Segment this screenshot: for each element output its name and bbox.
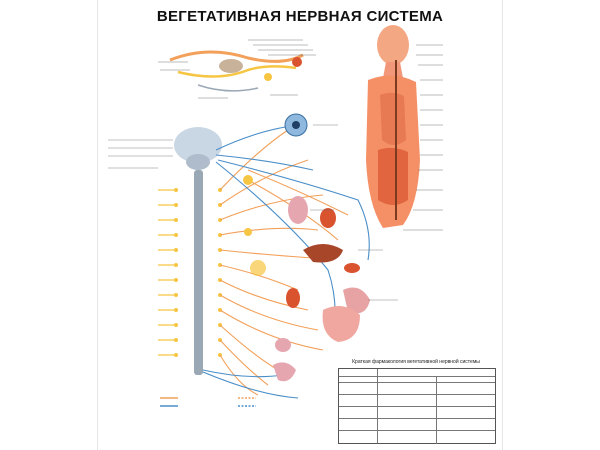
table-row: [339, 376, 495, 383]
torso-figure: [366, 25, 443, 231]
table-divider: [436, 376, 437, 445]
spinal-cord: [158, 127, 222, 375]
nerve-fibres: [202, 124, 370, 399]
organs: [243, 113, 370, 382]
anatomy-illustration: [108, 25, 443, 407]
poster-sheet: ВЕГЕТАТИВНАЯ НЕРВНАЯ СИСТЕМА: [97, 0, 503, 450]
table-row: [339, 418, 495, 431]
pharmacology-table: [338, 368, 496, 445]
label-leaders: [108, 124, 398, 301]
table-row: [339, 394, 495, 407]
poster-title: ВЕГЕТАТИВНАЯ НЕРВНАЯ СИСТЕМА: [156, 8, 444, 25]
table-row: [339, 369, 495, 377]
table-divider: [377, 369, 378, 443]
reflex-arc-diagram: [158, 39, 316, 99]
table-row: [339, 406, 495, 419]
table-row: [339, 382, 495, 395]
legend: [160, 397, 256, 407]
pharmacology-table-caption: Краткая фармакология вегетативной нервно…: [352, 359, 480, 365]
